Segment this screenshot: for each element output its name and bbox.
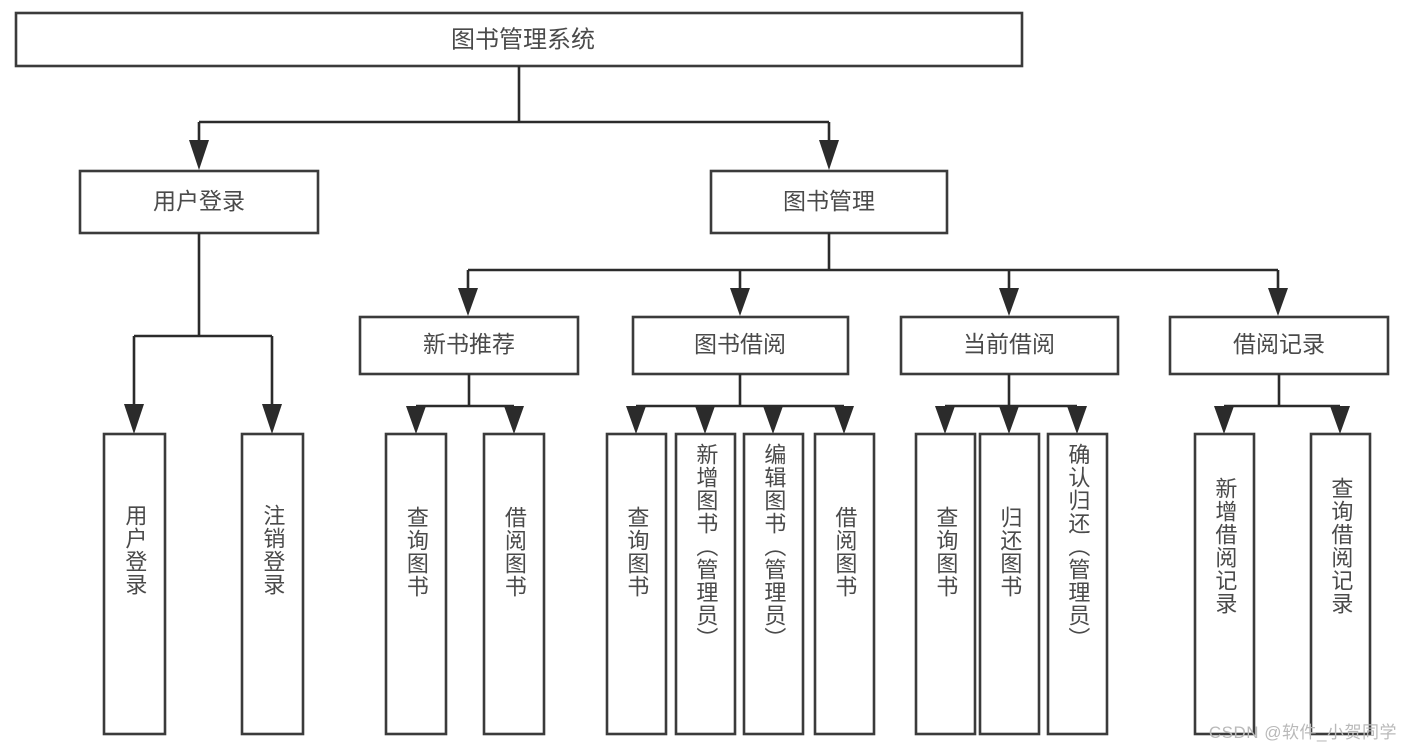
node-root[interactable]: 图书管理系统	[14, 11, 1024, 68]
node-book-management[interactable]: 图书管理	[709, 169, 949, 235]
borrow-record-box[interactable]	[1168, 315, 1390, 376]
new-book-recommend-label: 新书推荐	[423, 331, 515, 357]
watermark: CSDN @软件_小贺同学	[1208, 723, 1397, 742]
leaf-box-edit-book[interactable]	[742, 432, 805, 736]
arrow-cb-leaf1	[935, 406, 955, 434]
arrow-to-user-login	[189, 140, 209, 170]
arrow-user-login-leaf2	[262, 404, 282, 434]
leaf-box-add-record[interactable]	[1193, 432, 1256, 736]
arrow-to-current-borrow	[999, 288, 1019, 316]
arrow-to-borrow-record	[1268, 288, 1288, 316]
node-new-book-recommend[interactable]: 新书推荐	[358, 315, 580, 376]
leaf-box-return-book[interactable]	[978, 432, 1041, 736]
leaf-box-user-login[interactable]	[102, 432, 167, 736]
leaf-box-confirm-return[interactable]	[1046, 432, 1109, 736]
node-book-borrow[interactable]: 图书借阅	[631, 315, 850, 376]
arrow-bb-leaf3	[763, 406, 783, 434]
book-borrow-label: 图书借阅	[694, 331, 786, 357]
leaf-box-borrow-book-1[interactable]	[482, 432, 546, 736]
arrow-cb-leaf3	[1067, 406, 1087, 434]
arrow-bb-leaf1	[626, 406, 646, 434]
leaf-box-query-record[interactable]	[1309, 432, 1372, 736]
leaf-box-query-book-3[interactable]	[914, 432, 977, 736]
arrow-bb-leaf4	[834, 406, 854, 434]
arrow-nbr-leaf1	[406, 406, 426, 434]
node-user-login[interactable]: 用户登录	[78, 169, 320, 235]
arrow-nbr-leaf2	[504, 406, 524, 434]
book-management-box[interactable]	[709, 169, 949, 235]
root-box[interactable]	[14, 11, 1024, 68]
book-borrow-box[interactable]	[631, 315, 850, 376]
arrow-to-book-borrow	[730, 288, 750, 316]
arrow-to-new-book-recommend	[458, 288, 478, 316]
arrow-br-leaf1	[1214, 406, 1234, 434]
root-label: 图书管理系统	[451, 26, 595, 53]
current-borrow-label: 当前借阅	[963, 331, 1055, 357]
current-borrow-box[interactable]	[899, 315, 1120, 376]
borrow-record-label: 借阅记录	[1233, 331, 1325, 357]
leaf-box-add-book[interactable]	[674, 432, 737, 736]
user-login-label: 用户登录	[153, 188, 245, 214]
arrow-user-login-leaf1	[124, 404, 144, 434]
leaf-box-query-book-2[interactable]	[605, 432, 668, 736]
book-management-label: 图书管理	[783, 188, 875, 214]
node-borrow-record[interactable]: 借阅记录	[1168, 315, 1390, 376]
arrow-bb-leaf2	[695, 406, 715, 434]
arrow-to-book-management	[819, 140, 839, 170]
arrow-br-leaf2	[1330, 406, 1350, 434]
leaf-box-logout[interactable]	[240, 432, 305, 736]
new-book-recommend-box[interactable]	[358, 315, 580, 376]
leaf-box-query-book-1[interactable]	[384, 432, 448, 736]
leaf-box-borrow-book-2[interactable]	[813, 432, 876, 736]
node-current-borrow[interactable]: 当前借阅	[899, 315, 1120, 376]
arrow-cb-leaf2	[999, 406, 1019, 434]
